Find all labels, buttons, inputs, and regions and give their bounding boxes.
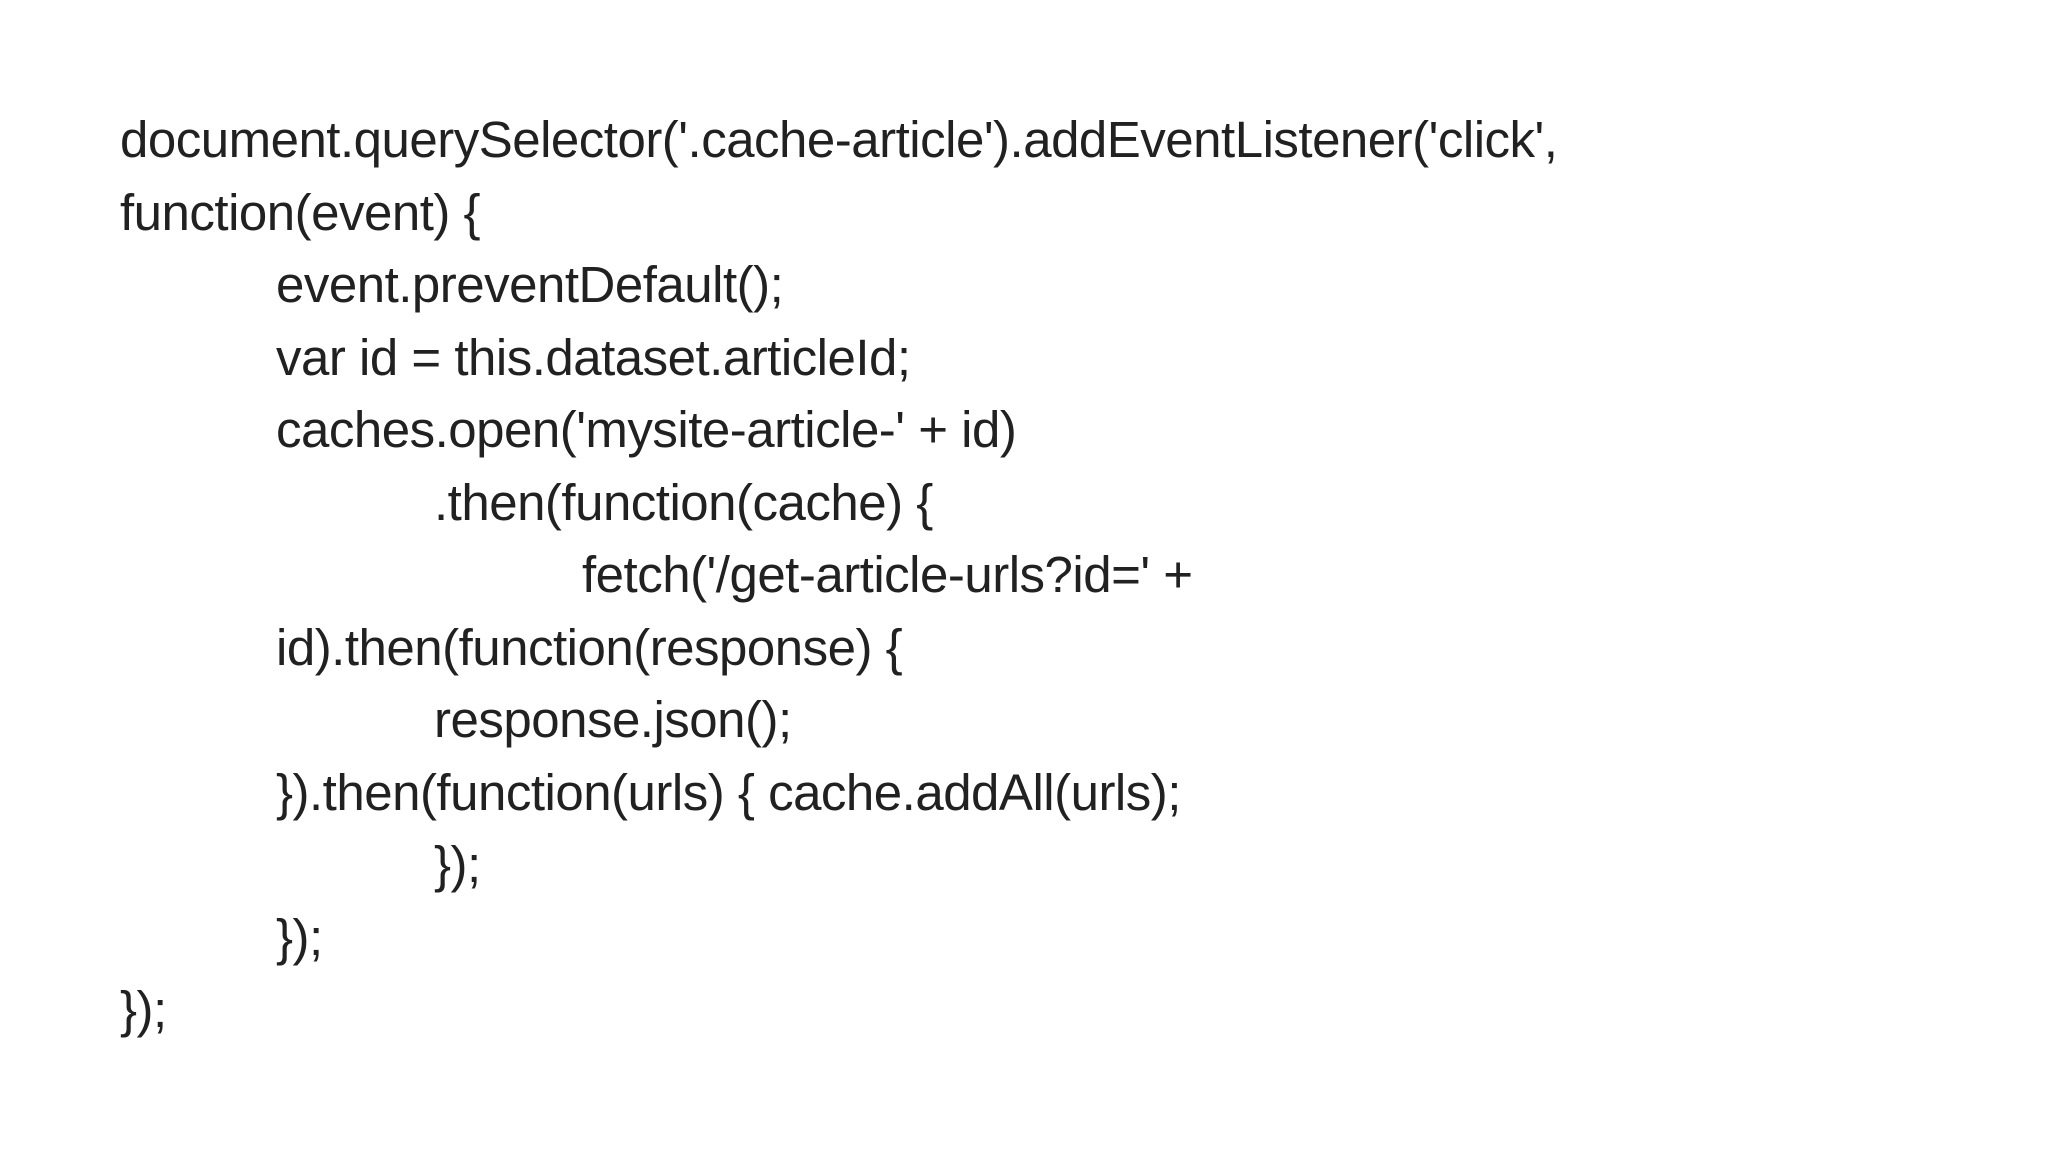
code-snippet: document.querySelector('.cache-article')…: [120, 104, 1558, 1047]
code-line-13: });: [120, 981, 167, 1038]
code-line-2: function(event) {: [120, 183, 481, 241]
code-line-12: });: [276, 908, 323, 966]
code-line-1: document.querySelector('.cache-article')…: [120, 111, 1558, 168]
code-line-6: .then(function(cache) {: [434, 473, 933, 531]
code-line-7: fetch('/get-article-urls?id=' +: [582, 546, 1193, 603]
code-line-5: caches.open('mysite-article-' + id): [276, 401, 1017, 458]
code-line-11: });: [434, 836, 481, 893]
code-line-9: response.json();: [434, 691, 792, 748]
code-line-10: }).then(function(urls) { cache.addAll(ur…: [276, 763, 1181, 821]
code-line-4: var id = this.dataset.articleId;: [276, 328, 911, 386]
code-line-3: event.preventDefault();: [276, 256, 784, 313]
code-line-8: id).then(function(response) {: [276, 618, 903, 676]
